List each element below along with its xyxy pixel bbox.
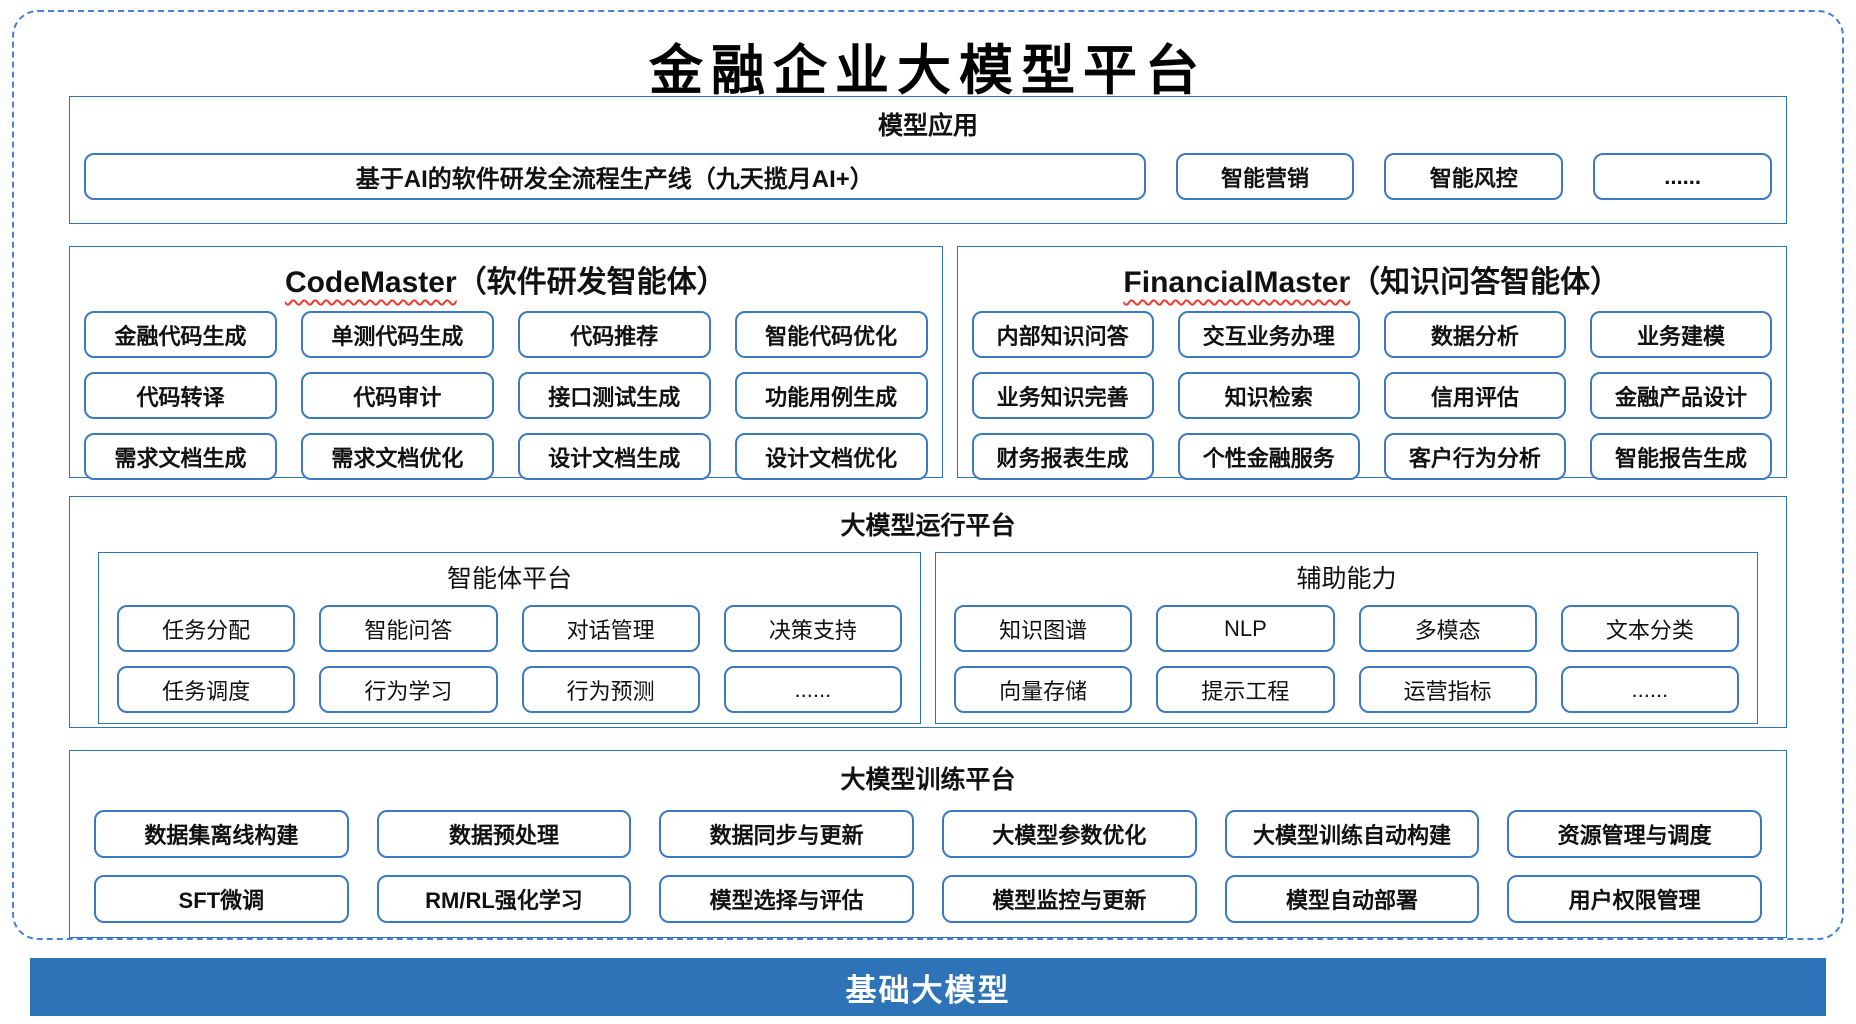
codemaster-grid: 金融代码生成 单测代码生成 代码推荐 智能代码优化 代码转译 代码审计 接口测试… [84, 311, 928, 480]
training-platform-grid: 数据集离线构建 数据预处理 数据同步与更新 大模型参数优化 大模型训练自动构建 … [94, 810, 1762, 923]
capability-box: 智能报告生成 [1589, 433, 1772, 480]
platform-diagram-container: 金融企业大模型平台 模型应用 基于AI的软件研发全流程生产线（九天揽月AI+） … [12, 10, 1844, 940]
capability-box: 资源管理与调度 [1507, 810, 1762, 858]
capability-box: 行为预测 [521, 666, 700, 713]
spacer [14, 224, 1842, 246]
capability-box: 单测代码生成 [300, 311, 494, 358]
capability-box: 知识图谱 [954, 605, 1133, 652]
section-model-applications-title: 模型应用 [877, 112, 978, 140]
app-box-risk-control: 智能风控 [1384, 153, 1564, 200]
capability-box: 大模型参数优化 [942, 810, 1197, 858]
financialmaster-title-zh: （知识问答智能体） [1350, 266, 1621, 299]
base-model-label: 基础大模型 [845, 972, 1011, 1008]
codemaster-title: CodeMaster（软件研发智能体） [84, 253, 928, 311]
financialmaster-grid: 内部知识问答 交互业务办理 数据分析 业务建模 业务知识完善 知识检索 信用评估… [971, 311, 1772, 480]
capability-box: 任务调度 [117, 666, 296, 713]
capability-box: 智能问答 [319, 605, 498, 652]
financialmaster-title: FinancialMaster（知识问答智能体） [972, 253, 1772, 311]
capability-box: 设计文档优化 [734, 433, 928, 480]
capability-box: 大模型训练自动构建 [1224, 810, 1480, 858]
app-box-more: ...... [1593, 153, 1773, 200]
capability-box: 财务报表生成 [971, 433, 1154, 480]
section-model-applications: 模型应用 基于AI的软件研发全流程生产线（九天揽月AI+） 智能营销 智能风控 … [69, 96, 1787, 224]
aux-capabilities-grid: 知识图谱 NLP 多模态 文本分类 向量存储 提示工程 运营指标 ...... [954, 605, 1739, 713]
section-financialmaster: FinancialMaster（知识问答智能体） 内部知识问答 交互业务办理 数… [956, 246, 1787, 480]
aux-capabilities-title: 辅助能力 [1296, 565, 1397, 593]
capability-box: 金融产品设计 [1589, 372, 1772, 419]
capability-box: 对话管理 [521, 605, 700, 652]
capability-box: 数据同步与更新 [659, 810, 914, 858]
capability-box: SFT微调 [94, 875, 349, 923]
capability-box: 任务分配 [117, 605, 296, 652]
capability-box: ...... [723, 666, 902, 713]
capability-box: 代码转译 [84, 372, 277, 419]
section-runtime-platform: 大模型运行平台 智能体平台 任务分配 智能问答 对话管理 决策支持 任务调度 行… [69, 496, 1787, 728]
capability-box: 提示工程 [1156, 666, 1335, 713]
capability-box: 代码推荐 [517, 311, 711, 358]
capability-box: 个性金融服务 [1177, 433, 1360, 480]
capability-box: 模型监控与更新 [942, 875, 1197, 923]
capability-box: ...... [1560, 666, 1739, 713]
agent-platform-title: 智能体平台 [446, 565, 572, 593]
capability-box: 多模态 [1358, 605, 1537, 652]
capability-box: 文本分类 [1560, 605, 1739, 652]
capability-box: 智能代码优化 [734, 311, 928, 358]
model-applications-row: 基于AI的软件研发全流程生产线（九天揽月AI+） 智能营销 智能风控 .....… [84, 153, 1773, 200]
capability-box: 内部知识问答 [971, 311, 1154, 358]
page-title: 金融企业大模型平台 [649, 38, 1207, 102]
codemaster-title-en: CodeMaster [284, 266, 457, 299]
capability-box: 模型选择与评估 [659, 875, 914, 923]
section-agent-platform: 智能体平台 任务分配 智能问答 对话管理 决策支持 任务调度 行为学习 行为预测… [98, 552, 921, 724]
section-training-platform: 大模型训练平台 数据集离线构建 数据预处理 数据同步与更新 大模型参数优化 大模… [69, 750, 1787, 938]
capability-box: 运营指标 [1358, 666, 1537, 713]
capability-box: 行为学习 [319, 666, 498, 713]
capability-box: 决策支持 [723, 605, 902, 652]
capability-box: 接口测试生成 [517, 372, 711, 419]
codemaster-title-zh: （软件研发智能体） [456, 266, 727, 299]
capability-box: 代码审计 [300, 372, 494, 419]
training-platform-title: 大模型训练平台 [840, 766, 1016, 794]
capability-box: 业务建模 [1589, 311, 1772, 358]
capability-box: 用户权限管理 [1507, 875, 1762, 923]
app-box-marketing: 智能营销 [1175, 153, 1355, 200]
capability-box: RM/RL强化学习 [376, 875, 632, 923]
capability-box: 模型自动部署 [1224, 875, 1480, 923]
capability-box: 数据分析 [1383, 311, 1566, 358]
section-aux-capabilities: 辅助能力 知识图谱 NLP 多模态 文本分类 向量存储 提示工程 运营指标 ..… [935, 552, 1758, 724]
capability-box: 设计文档生成 [517, 433, 711, 480]
capability-box: 信用评估 [1383, 372, 1566, 419]
capability-box: 交互业务办理 [1177, 311, 1360, 358]
capability-box: 向量存储 [954, 666, 1133, 713]
spacer [14, 478, 1842, 496]
runtime-platform-title: 大模型运行平台 [840, 512, 1016, 540]
capability-box: 数据预处理 [376, 810, 632, 858]
capability-box: 知识检索 [1177, 372, 1360, 419]
capability-box: 需求文档生成 [84, 433, 277, 480]
capability-box: 数据集离线构建 [94, 810, 349, 858]
base-model-bar: 基础大模型 [30, 958, 1826, 1016]
capability-box: 需求文档优化 [300, 433, 494, 480]
capability-box: NLP [1156, 605, 1335, 652]
spacer [14, 728, 1842, 750]
capability-box: 功能用例生成 [734, 372, 928, 419]
capability-box: 业务知识完善 [971, 372, 1154, 419]
runtime-inner-row: 智能体平台 任务分配 智能问答 对话管理 决策支持 任务调度 行为学习 行为预测… [98, 552, 1758, 724]
capability-box: 客户行为分析 [1383, 433, 1566, 480]
app-box-ai-pipeline: 基于AI的软件研发全流程生产线（九天揽月AI+） [84, 153, 1146, 200]
agent-platform-grid: 任务分配 智能问答 对话管理 决策支持 任务调度 行为学习 行为预测 .....… [117, 605, 902, 713]
agents-row: CodeMaster（软件研发智能体） 金融代码生成 单测代码生成 代码推荐 智… [69, 246, 1787, 480]
section-codemaster: CodeMaster（软件研发智能体） 金融代码生成 单测代码生成 代码推荐 智… [69, 246, 943, 480]
capability-box: 金融代码生成 [84, 311, 277, 358]
financialmaster-title-en: FinancialMaster [1123, 266, 1351, 299]
